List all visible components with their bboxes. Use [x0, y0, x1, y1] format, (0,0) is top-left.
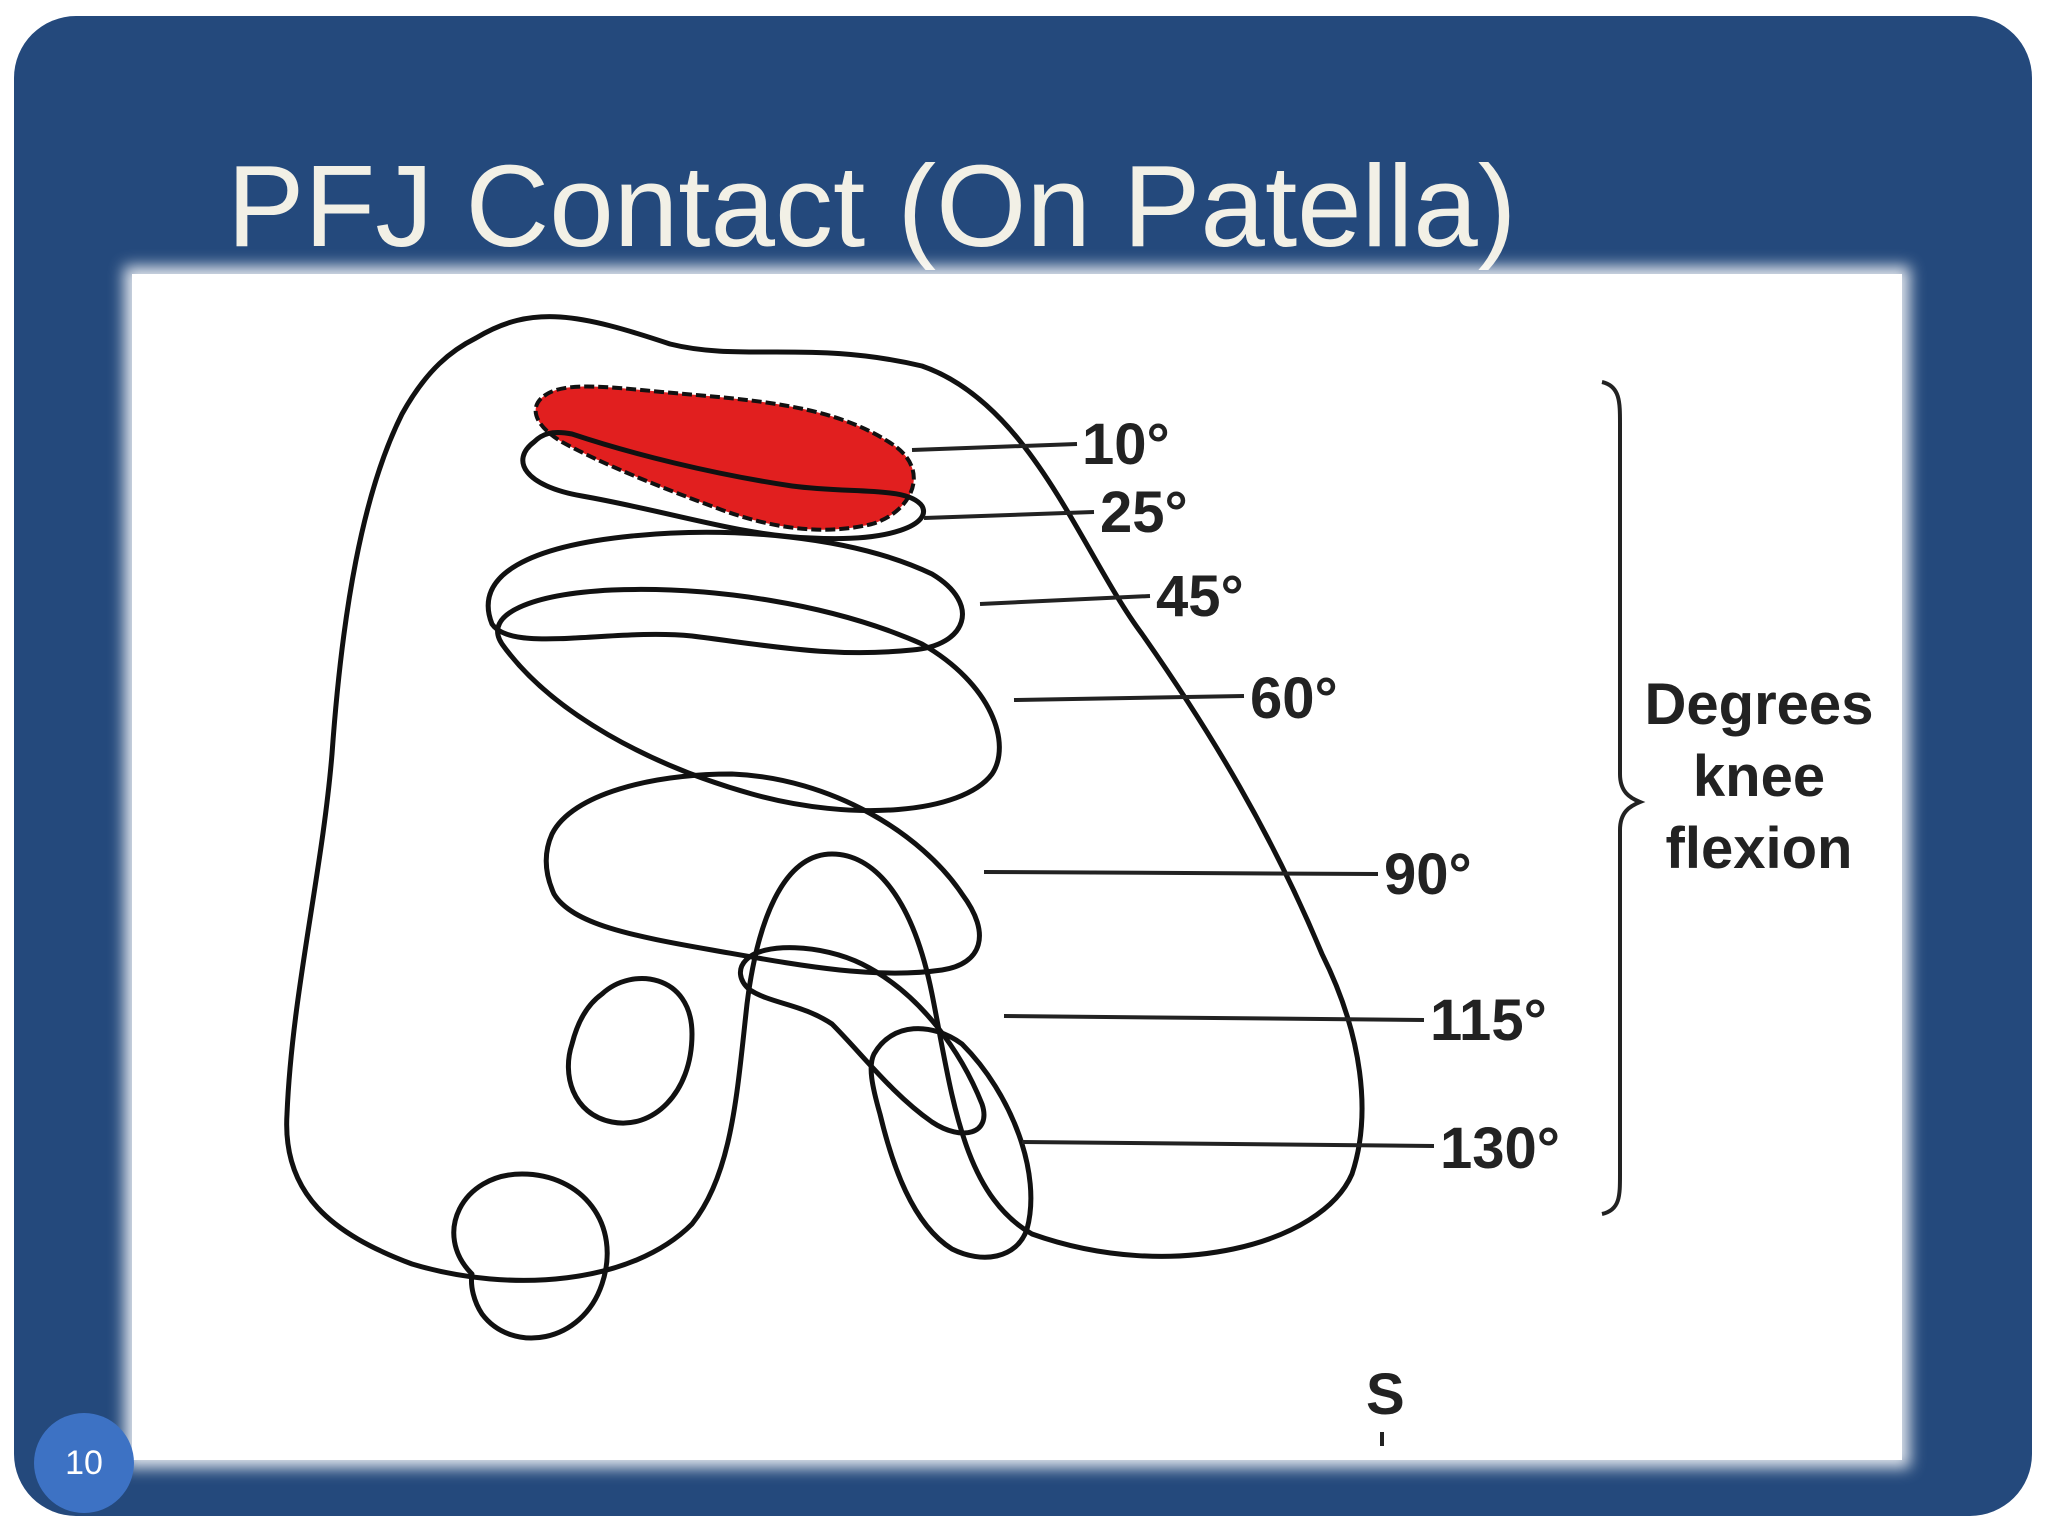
angle-label-45: 45° — [1156, 564, 1244, 629]
leader-line-130 — [1021, 1140, 1435, 1148]
diagram-panel: 10° 25° 45° 60° 90° 115° 130° Degrees kn… — [132, 274, 1902, 1460]
axis-label-line-2: knee — [1693, 744, 1825, 809]
angle-label-90: 90° — [1384, 842, 1472, 907]
angle-label-130: 130° — [1440, 1116, 1560, 1181]
contact-area-45 — [485, 529, 965, 656]
angle-label-10: 10° — [1082, 412, 1170, 477]
angle-label-115: 115° — [1430, 988, 1547, 1053]
leader-line-25 — [923, 510, 1095, 520]
page-number-badge: 10 — [34, 1413, 134, 1513]
axis-label-line-1: Degrees — [1645, 672, 1874, 737]
leader-line-90 — [983, 870, 1379, 876]
side-marker: S — [1366, 1362, 1405, 1427]
patella-contact-diagram: 10° 25° 45° 60° 90° 115° 130° Degrees kn… — [284, 314, 1874, 1446]
medial-facet-oval — [565, 976, 695, 1126]
leader-line-60 — [1013, 694, 1245, 702]
slide: PFJ Contact (On Patella) — [14, 16, 2032, 1516]
contact-area-115 — [738, 945, 987, 1136]
leader-line-115 — [1003, 1014, 1425, 1022]
axis-label-line-3: flexion — [1666, 816, 1853, 881]
contact-area-130 — [868, 1026, 1034, 1260]
contact-area-60 — [495, 586, 1002, 814]
contact-area-90 — [543, 771, 982, 976]
slide-title: PFJ Contact (On Patella) — [227, 141, 1517, 271]
angle-label-25: 25° — [1100, 480, 1188, 545]
contact-area-25 — [520, 429, 926, 542]
odd-facet-circle — [451, 1171, 610, 1341]
angle-label-60: 60° — [1250, 666, 1338, 731]
flexion-bracket — [1601, 380, 1646, 1216]
contact-area-10 — [533, 384, 916, 532]
patella-outline — [284, 314, 1365, 1283]
leader-line-45 — [979, 594, 1151, 606]
leader-line-10 — [911, 442, 1078, 452]
